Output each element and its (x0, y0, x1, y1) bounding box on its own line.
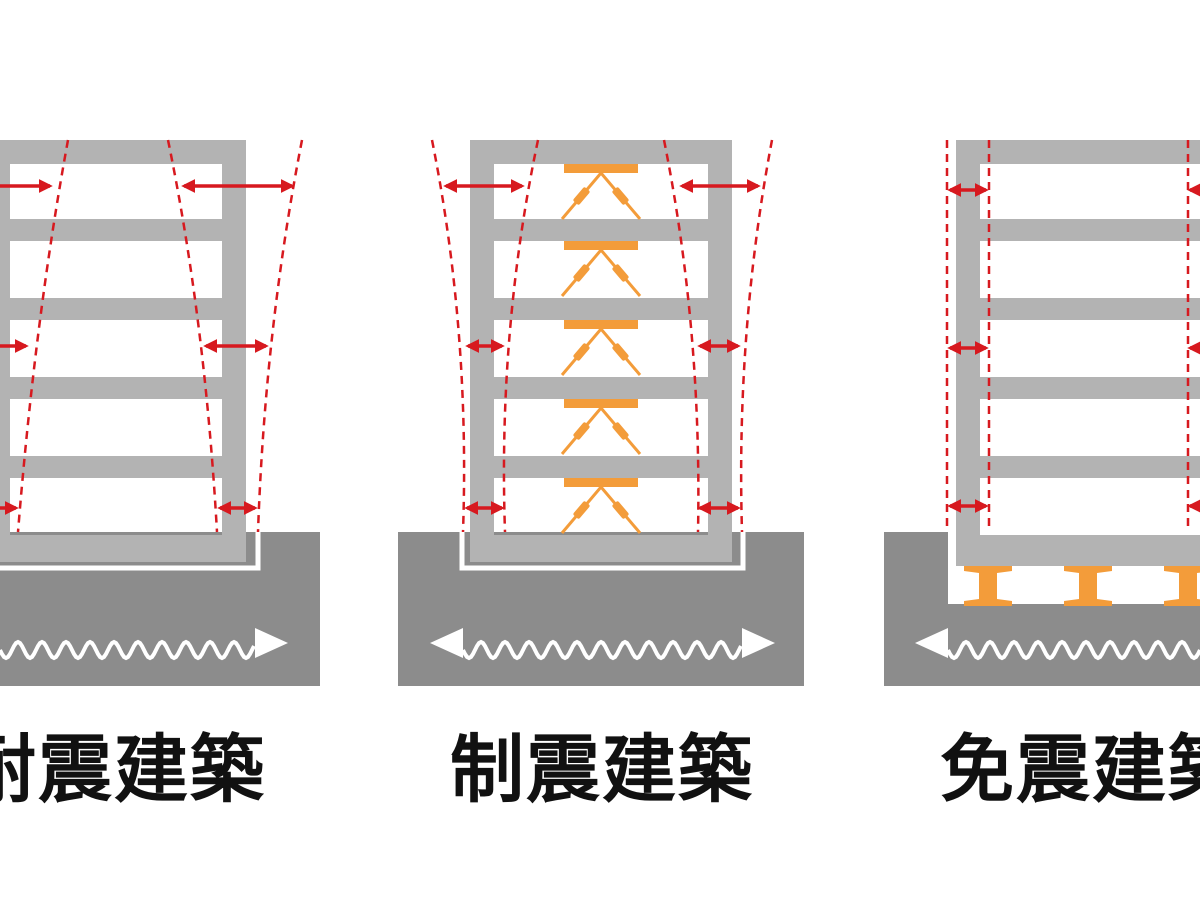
building-frame (470, 140, 732, 562)
damper-pad (564, 399, 638, 408)
panel-earthquake-resistant (0, 139, 320, 686)
damper-cylinder (573, 343, 590, 361)
damper-cylinder (573, 422, 590, 440)
ground-wave-arrow (430, 628, 775, 661)
caption-vibration-control: 制震建築 (450, 727, 754, 813)
displacement-arrows (0, 179, 295, 515)
damper-pad (564, 164, 638, 173)
damper-cylinder (573, 264, 590, 282)
damper-pad (564, 320, 638, 329)
damper-cylinder (612, 501, 629, 519)
caption-earthquake-resistant: 耐震建築 (0, 727, 266, 813)
base-isolators (964, 566, 1200, 606)
damper-cylinder (573, 187, 590, 205)
building-frame (956, 140, 1200, 566)
panel-vibration-control (398, 139, 804, 686)
damper-pad (564, 241, 638, 250)
ground-wave-arrow (0, 628, 288, 661)
damper-cylinder (612, 422, 629, 440)
base-isolator (964, 566, 1012, 606)
ground-wave-arrow (915, 628, 1200, 661)
base-isolator (1164, 566, 1200, 606)
displacement-arrows (443, 179, 761, 515)
panel-seismic-isolation (884, 140, 1200, 686)
damper-cylinder (612, 264, 629, 282)
damper-cylinder (612, 343, 629, 361)
foundation-gap-line (0, 532, 261, 571)
damper-cylinder (573, 501, 590, 519)
displacement-lines (430, 139, 774, 533)
displacement-arrows (947, 183, 1200, 513)
displacement-lines (16, 139, 304, 533)
caption-seismic-isolation: 免震建築 (940, 727, 1200, 813)
displacement-lines (945, 140, 1190, 532)
damper-braces (560, 164, 642, 534)
foundation-gap-line (459, 532, 746, 571)
damper-pad (564, 478, 638, 487)
damper-cylinder (612, 187, 629, 205)
base-isolator (1064, 566, 1112, 606)
